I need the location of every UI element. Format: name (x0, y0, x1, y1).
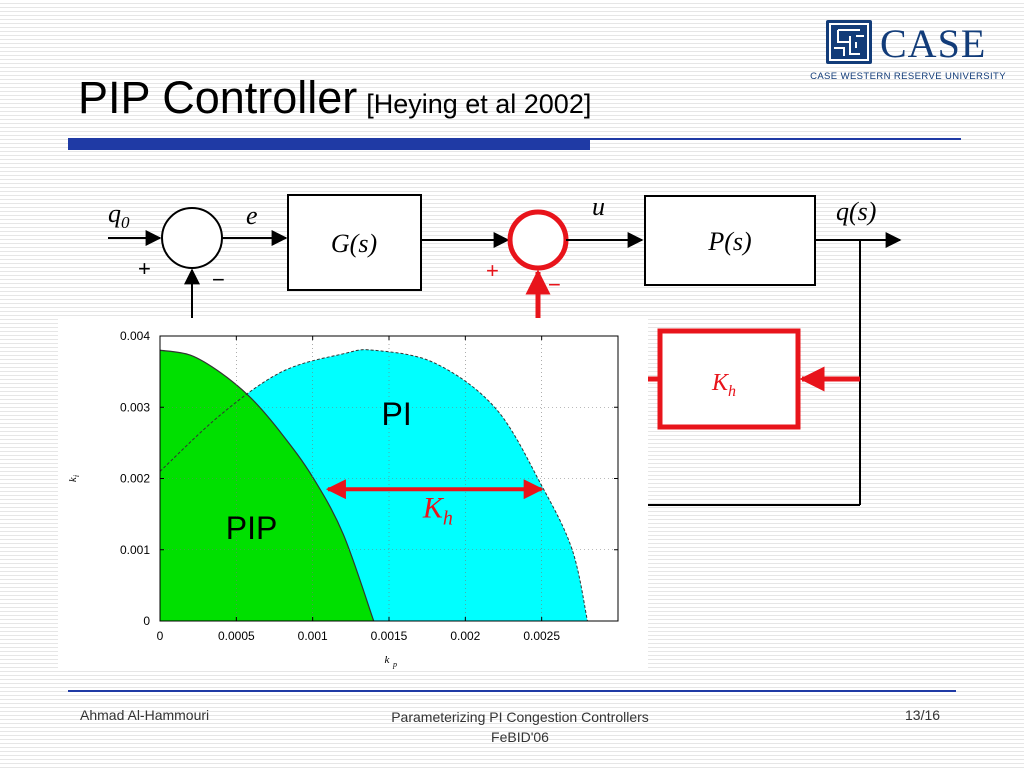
y-tick-label: 0.003 (120, 400, 150, 414)
plant-block (644, 195, 816, 286)
controller-block-label: G(s) (331, 229, 377, 258)
x-tick-label: 0 (157, 629, 164, 643)
x-axis-label-subscript: p (392, 660, 397, 669)
footer-divider-line (68, 690, 956, 692)
slide-title-main: PIP Controller (78, 72, 358, 123)
summing-junction-1 (161, 207, 223, 269)
logo-subtitle: CASE WESTERN RESERVE UNIVERSITY (810, 71, 1006, 82)
plant-block-label: P(s) (707, 227, 751, 256)
x-tick-label: 0.0005 (218, 629, 255, 643)
region-pip (160, 350, 374, 621)
annotation-pi: PI (382, 396, 412, 432)
annotation-pip: PIP (226, 510, 278, 546)
y-tick-label: 0.002 (120, 472, 150, 486)
sum2-minus-sign: − (548, 272, 561, 297)
input-signal-label: q0 (108, 199, 130, 232)
x-tick-label: 0.0025 (523, 629, 560, 643)
sum2-plus-sign: + (486, 258, 499, 283)
footer-venue: FeBID'06 (491, 729, 549, 745)
x-tick-label: 0.002 (450, 629, 480, 643)
y-tick-label: 0.001 (120, 543, 150, 557)
pi-boundary-curve (159, 349, 588, 622)
slide-title-citation: [Heying et al 2002] (366, 89, 592, 119)
feedback-gain-label: Kh (711, 370, 736, 400)
summing-junction-2 (507, 209, 569, 271)
slide-title: PIP Controller [Heying et al 2002] (78, 72, 591, 124)
case-logo-mark-icon (826, 20, 872, 64)
footer-talk-title: Parameterizing PI Congestion Controllers (391, 709, 649, 725)
footer-talk-info: Parameterizing PI Congestion Controllers… (340, 707, 700, 747)
controller-block (287, 194, 422, 291)
university-logo: CASE CASE WESTERN RESERVE UNIVERSITY (810, 18, 1006, 88)
feedback-gain-block (657, 328, 801, 430)
sum1-minus-sign: − (212, 267, 225, 292)
y-tick-label: 0.004 (120, 329, 150, 343)
y-axis-label-text: ki (67, 475, 81, 482)
logo-name: CASE (880, 21, 987, 66)
error-signal-label: e (246, 201, 258, 230)
control-signal-label: u (592, 192, 605, 221)
title-underline-bar (68, 138, 590, 150)
output-signal-label: q(s) (836, 197, 876, 226)
x-axis-label: k (385, 654, 391, 666)
pip-boundary-curve (159, 349, 375, 622)
x-tick-label: 0.0015 (371, 629, 408, 643)
slide-page-number: 13/16 (905, 707, 941, 723)
sum1-plus-sign: + (138, 256, 151, 281)
stability-region-plot: 0 0.0005 0.001 0.0015 0.002 0.0025 0 0.001 0.002… (58, 318, 648, 670)
y-tick-label: 0 (143, 614, 150, 628)
x-tick-label: 0.001 (298, 629, 328, 643)
y-axis-label: ki (67, 475, 81, 482)
stability-region-chart: 0 0.0005 0.001 0.0015 0.002 0.0025 0 0.001 0.002… (67, 329, 619, 669)
footer-author: Ahmad Al-Hammouri (80, 707, 210, 723)
